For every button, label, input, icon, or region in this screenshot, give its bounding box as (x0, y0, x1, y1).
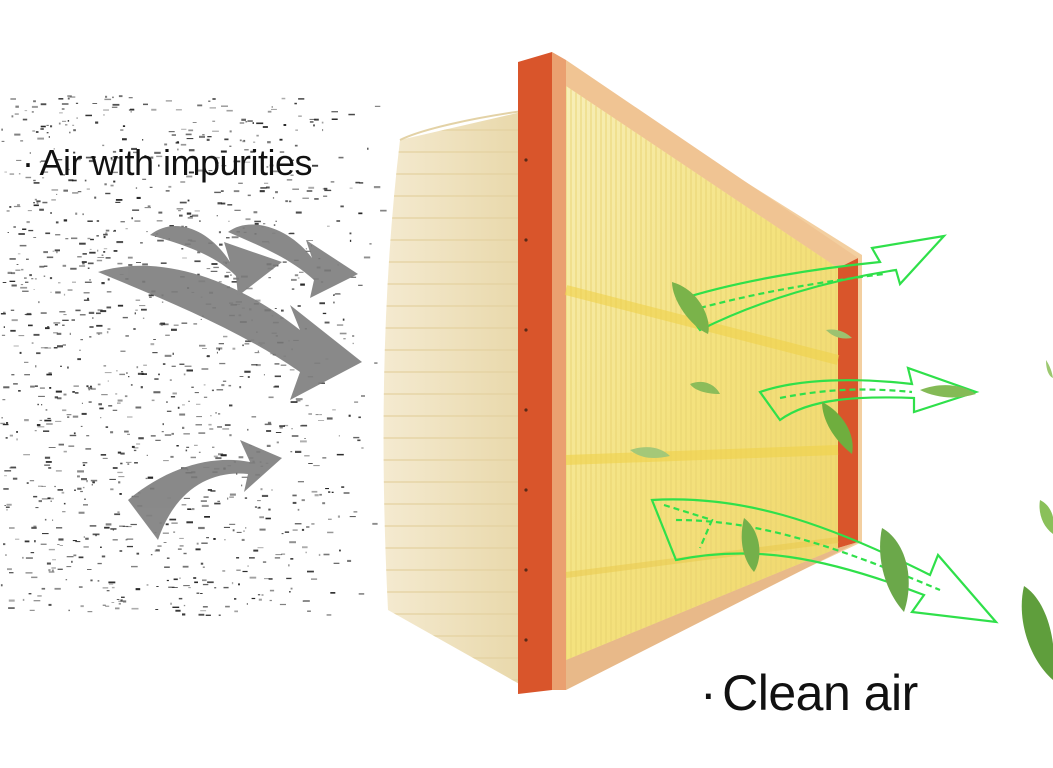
green-leaf-icon (826, 329, 852, 339)
gray-curved-arrow-icon (98, 265, 362, 400)
leaves (630, 282, 1053, 680)
gray-curved-arrow-icon (128, 440, 282, 540)
green-leaf-icon (690, 381, 720, 394)
caption-text: Air with impurities (39, 142, 313, 183)
green-leaf-icon (672, 282, 709, 334)
green-leaf-icon (1039, 500, 1053, 534)
caption-bullet: · (22, 142, 34, 183)
green-outline-arrow-icon (676, 234, 947, 332)
green-leaf-icon (880, 528, 909, 612)
green-leaf-icon (1046, 360, 1053, 378)
caption-clean-air: ·Clean air (700, 664, 918, 722)
green-leaf-icon (920, 385, 976, 398)
gray-curved-arrow-icon (150, 225, 282, 296)
gray-curved-arrow-icon (228, 224, 358, 298)
caption-text: Clean air (722, 665, 918, 721)
dirty-air-arrows (98, 224, 362, 540)
filter-frame (518, 52, 552, 694)
green-leaf-icon (822, 402, 853, 454)
air-filter (383, 52, 862, 694)
caption-air-with-impurities: ·Air with impurities (22, 142, 313, 184)
green-leaf-icon (741, 518, 760, 572)
green-leaf-icon (1021, 586, 1053, 680)
green-outline-arrow-icon (758, 366, 980, 422)
caption-bullet: · (700, 665, 717, 721)
green-leaf-icon (630, 447, 670, 458)
